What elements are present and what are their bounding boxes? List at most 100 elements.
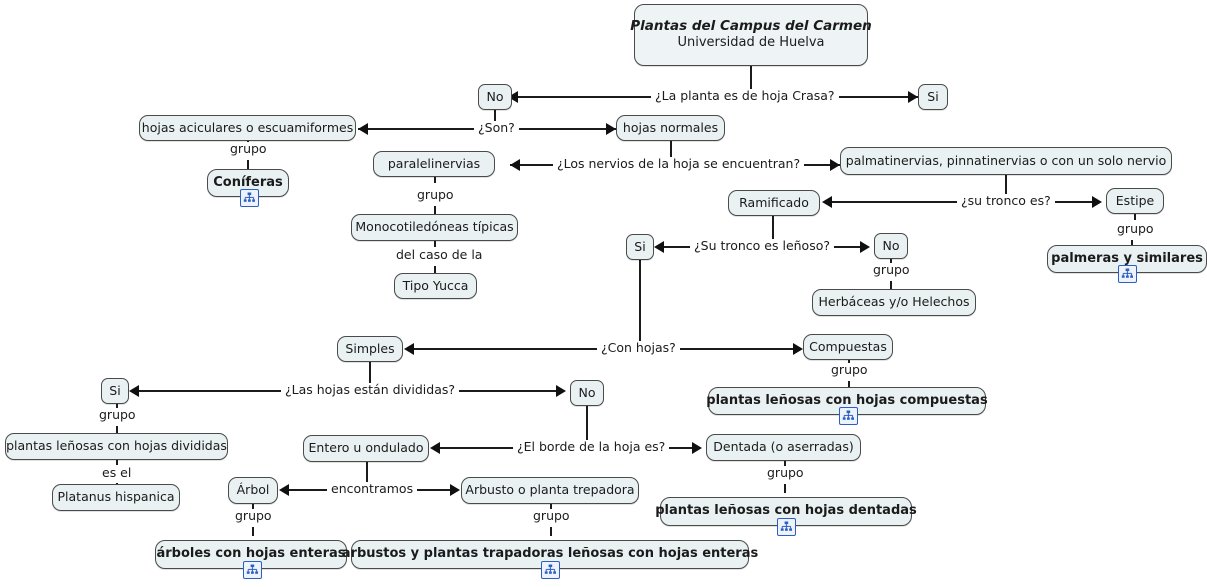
node-lenoso-si-label: Si [634, 238, 646, 254]
node-divididas-si-label: Si [109, 382, 121, 398]
node-monocotiledoneas-label: Monocotiledóneas típicas [355, 219, 514, 235]
line-grupo-divid-bottom [116, 426, 118, 434]
link-label-tronco-es: ¿su tronco es? [957, 194, 1055, 208]
node-lenosas-divididas[interactable]: plantas leñosas con hojas divididas [5, 433, 228, 460]
link-label-grupo-dentadas: grupo [763, 466, 808, 480]
root-title-main: Plantas del Campus del Carmen [630, 18, 872, 35]
line-ramificado-stem [772, 216, 774, 246]
node-crasa-no[interactable]: No [478, 84, 512, 110]
link-label-tronco-lenoso: ¿Su tronco es leñoso? [690, 239, 834, 253]
node-arboles-enteras[interactable]: árboles con hojas enteras [155, 540, 347, 569]
line-grupo-coniferas-bottom [247, 160, 249, 170]
node-platanus-label: Platanus hispanica [57, 489, 175, 505]
node-arbusto-label: Arbusto o planta trepadora [465, 482, 635, 498]
line-lenosono-grupo-top [890, 259, 892, 264]
line-entero-stem [366, 462, 368, 489]
node-hojas-normales[interactable]: hojas normales [616, 115, 725, 141]
line-lenososi-stem [639, 260, 641, 349]
line-compuestas-grupo-top [848, 360, 850, 365]
arrow-tronco-ramificado [822, 196, 832, 208]
link-label-con-hojas: ¿Con hojas? [597, 341, 680, 355]
link-label-grupo-herbaceas: grupo [869, 263, 914, 277]
arrow-divididas-no [556, 385, 566, 397]
node-aciculares[interactable]: hojas aciculares o escuamiformes [139, 115, 356, 141]
node-dentada[interactable]: Dentada (o aserradas) [706, 434, 861, 461]
line-grupo-palmeras-bottom [1131, 240, 1133, 248]
node-compuestas-label: Compuestas [809, 338, 887, 354]
line-root-stem [750, 66, 752, 97]
node-crasa-si[interactable]: Si [918, 84, 948, 110]
node-coniferas-label: Coníferas [213, 174, 283, 190]
node-estipe[interactable]: Estipe [1106, 188, 1164, 214]
node-paralelinervias-label: paralelinervias [387, 155, 481, 171]
concept-map-resource-icon[interactable] [777, 518, 796, 536]
concept-map-resource-icon[interactable] [240, 189, 259, 207]
arrow-son-aciculares [358, 123, 368, 135]
node-palmeras[interactable]: palmeras y similares [1047, 245, 1207, 273]
node-ramificado-label: Ramificado [739, 194, 809, 210]
node-arbusto[interactable]: Arbusto o planta trepadora [461, 477, 639, 504]
node-entero[interactable]: Entero u ondulado [303, 435, 429, 462]
line-grupo-dentadas-bottom [784, 484, 786, 493]
link-label-grupo-palmeras: grupo [1113, 222, 1158, 236]
node-crasa-si-label: Si [927, 88, 939, 104]
node-simples[interactable]: Simples [337, 336, 403, 362]
link-label-crasa: ¿La planta es de hoja Crasa? [651, 89, 839, 103]
concept-map-resource-icon[interactable] [243, 561, 262, 579]
concept-map-resource-icon[interactable] [839, 407, 858, 425]
node-tipo-yucca-label: Tipo Yucca [402, 277, 469, 293]
link-label-encontramos: encontramos [327, 482, 418, 496]
node-lenosas-divididas-label: plantas leñosas con hojas divididas [6, 438, 227, 454]
arrow-tronco-estipe [1092, 196, 1102, 208]
concept-map-resource-icon[interactable] [1118, 265, 1137, 283]
arrow-conhojas-simples [404, 343, 414, 355]
node-monocotiledoneas[interactable]: Monocotiledóneas típicas [351, 214, 518, 241]
line-simples-stem [369, 362, 371, 390]
line-dividno-stem [586, 406, 588, 447]
node-arboles-enteras-label: árboles con hojas enteras [156, 546, 346, 562]
arrow-lenoso-si [654, 241, 664, 253]
arrow-nervios-palmatinervias [830, 159, 840, 171]
line-grupo-arboles-bottom [252, 527, 254, 536]
link-label-grupo-arbustos: grupo [529, 509, 574, 523]
node-divididas-no-label: No [578, 384, 596, 400]
node-arbustos-enteras[interactable]: arbustos y plantas trapadoras leñosas co… [342, 540, 758, 569]
node-aciculares-label: hojas aciculares o escuamiformes [141, 119, 354, 135]
line-dentada-grupo-top [784, 461, 786, 466]
line-estipe-grupo-top [1134, 214, 1136, 220]
node-crasa-no-label: No [486, 88, 504, 104]
node-divididas-no[interactable]: No [570, 380, 604, 406]
line-normales-stem [670, 141, 672, 164]
node-paralelinervias[interactable]: paralelinervias [373, 151, 495, 177]
node-palmatinervias[interactable]: palmatinervias, pinnatinervias o con un … [840, 147, 1172, 175]
node-lenoso-no-label: No [882, 237, 900, 253]
arrow-lenoso-no [860, 241, 870, 253]
root-title-sub: Universidad de Huelva [677, 34, 825, 50]
node-lenoso-no[interactable]: No [874, 233, 908, 259]
arrow-crasa-si [908, 91, 918, 103]
node-ramificado[interactable]: Ramificado [728, 190, 820, 216]
node-divididas-si[interactable]: Si [101, 378, 129, 404]
node-arbol[interactable]: Árbol [228, 477, 278, 504]
node-lenoso-si[interactable]: Si [626, 234, 654, 260]
node-herbaceas[interactable]: Herbáceas y/o Helechos [812, 289, 976, 316]
arrow-son-normales [606, 123, 616, 135]
node-simples-label: Simples [345, 340, 395, 356]
arrow-encontramos-arbusto [450, 484, 460, 496]
link-label-grupo-monocotiledoneas: grupo [413, 188, 458, 202]
link-label-nervios: ¿Los nervios de la hoja se encuentran? [553, 157, 805, 171]
line-grupo-compuestas-bottom [848, 381, 850, 389]
link-label-grupo-arboles: grupo [231, 509, 276, 523]
node-palmatinervias-label: palmatinervias, pinnatinervias o con un … [845, 152, 1167, 168]
concept-map-resource-icon[interactable] [541, 561, 560, 579]
line-no-stem [494, 110, 496, 128]
node-root[interactable]: Plantas del Campus del Carmen Universida… [630, 4, 872, 66]
node-tipo-yucca[interactable]: Tipo Yucca [394, 273, 477, 299]
node-compuestas[interactable]: Compuestas [803, 334, 893, 360]
arrow-encontramos-arbol [279, 484, 289, 496]
node-platanus[interactable]: Platanus hispanica [52, 484, 180, 511]
arrow-divididas-si [129, 385, 139, 397]
node-estipe-label: Estipe [1115, 192, 1155, 208]
link-label-son: ¿Son? [474, 121, 519, 135]
